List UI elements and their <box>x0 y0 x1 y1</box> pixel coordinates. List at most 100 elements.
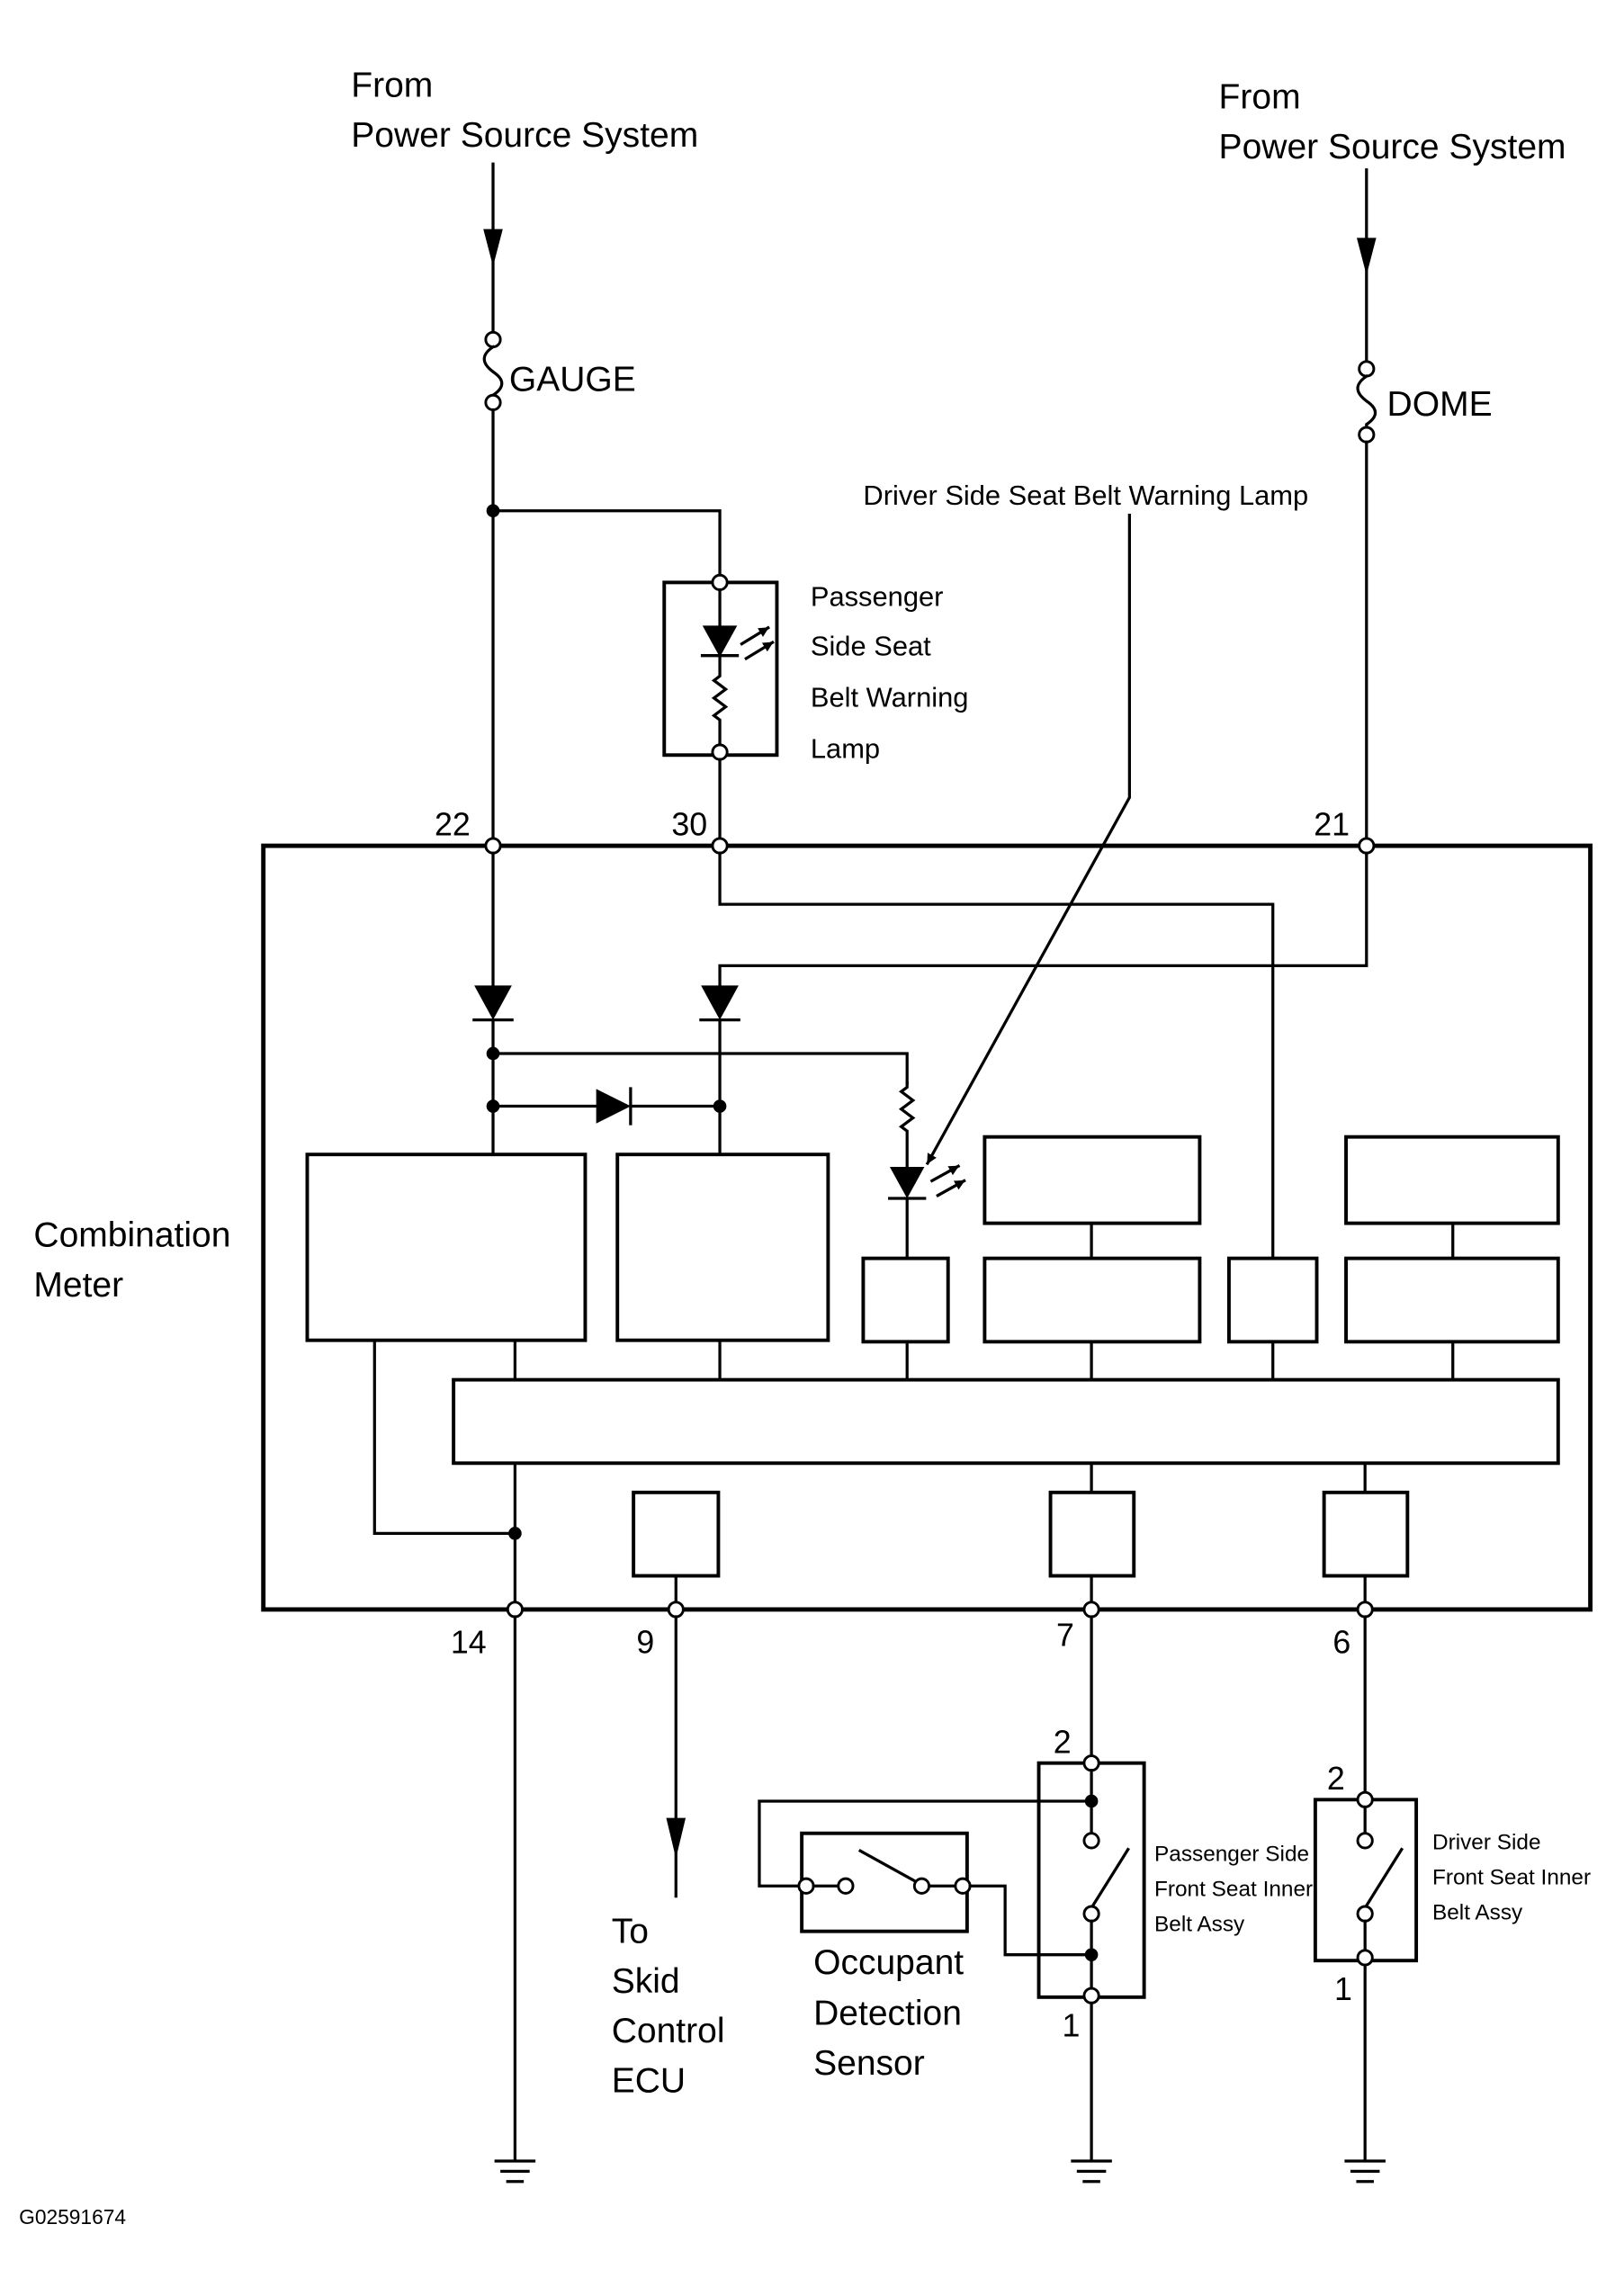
terminal-30-internal-wire <box>718 851 1275 1260</box>
meter-block <box>305 1152 588 1342</box>
diode-icon <box>596 1089 632 1124</box>
occupant-sensor-label-3: Sensor <box>813 2044 925 2083</box>
driver-lamp-leader-line <box>925 513 1131 1166</box>
skid-label-3: Control <box>612 2012 725 2050</box>
terminal-21-pin <box>1358 837 1376 855</box>
driver-belt-label-2: Front Seat Inner <box>1432 1866 1591 1890</box>
diode-icon <box>701 985 739 1020</box>
terminal-30-label: 30 <box>671 807 707 843</box>
right-source-line2: Power Source System <box>1219 128 1566 166</box>
switch-contact <box>1082 1905 1100 1923</box>
combination-meter-label-2: Meter <box>33 1266 123 1305</box>
belt-pin-1 <box>1356 1949 1374 1967</box>
right-source-line1: From <box>1219 78 1301 117</box>
fuse-icon <box>482 345 504 398</box>
driver-belt-pin-1-label: 1 <box>1334 1971 1352 2007</box>
terminal-21-label: 21 <box>1314 807 1350 843</box>
terminal-7-pin <box>1082 1601 1100 1619</box>
passenger-side-belt-assy: 2 1 Passenger Side Front Seat Inner Belt… <box>1036 1615 1313 2044</box>
sensor-terminal <box>954 1877 972 1895</box>
wire <box>491 1052 909 1085</box>
meter-block <box>1226 1256 1319 1344</box>
fuse-icon <box>1356 373 1377 429</box>
lamp-terminal <box>711 573 729 591</box>
driver-lamp-label: Driver Side Seat Belt Warning Lamp <box>863 480 1308 511</box>
meter-block <box>1344 1135 1560 1225</box>
left-power-source: From Power Source System <box>351 67 698 334</box>
ground-icon <box>494 2159 536 2184</box>
switch-contact <box>1356 1832 1374 1850</box>
light-ray-icon <box>740 625 770 646</box>
skid-label-1: To <box>612 1913 649 1951</box>
terminal-9-pin <box>667 1601 685 1619</box>
switch-blade-icon <box>857 1849 919 1884</box>
terminal-9-label: 9 <box>636 1625 654 1661</box>
switch-contact <box>912 1877 931 1895</box>
driver-belt-label-3: Belt Assy <box>1432 1901 1523 1925</box>
led-icon <box>702 625 738 658</box>
terminal-22-label: 22 <box>435 807 471 843</box>
terminal-14-pin <box>506 1601 524 1619</box>
occupant-detection-sensor: Occupant Detection Sensor <box>758 1799 1093 2083</box>
driver-belt-label-1: Driver Side <box>1432 1831 1541 1855</box>
wire <box>372 1339 517 1535</box>
occupant-sensor-label-1: Occupant <box>813 1943 964 1982</box>
skid-control-ecu-output: To Skid Control ECU <box>612 1615 725 2101</box>
passenger-seat-belt-warning-lamp: Passenger Side Seat Belt Warning Lamp <box>662 573 968 765</box>
fuse-terminal <box>484 393 502 411</box>
switch-blade-icon <box>1362 1847 1404 1910</box>
sensor-terminal <box>797 1877 815 1895</box>
light-ray-icon <box>929 1163 961 1183</box>
belt-pin-2 <box>1356 1790 1374 1808</box>
terminal-22-pin <box>484 837 502 855</box>
sensor-wire <box>968 1884 1093 1957</box>
switch-contact <box>837 1877 855 1895</box>
meter-block <box>1344 1256 1560 1344</box>
down-arrow-icon <box>483 229 503 267</box>
ground-icon <box>1344 2159 1386 2184</box>
passenger-belt-label-2: Front Seat Inner <box>1154 1878 1313 1902</box>
passenger-belt-pin-2-label: 2 <box>1054 1724 1072 1760</box>
fuse-terminal <box>484 330 502 349</box>
passenger-lamp-label-4: Lamp <box>811 733 880 765</box>
lamp-terminal <box>711 743 729 761</box>
sensor-wire <box>758 1799 1093 1888</box>
fuse-terminal <box>1358 360 1376 378</box>
light-ray-icon <box>744 640 775 661</box>
driver-side-belt-assy: 2 1 Driver Side Front Seat Inner Belt As… <box>1313 1615 1591 2007</box>
meter-block <box>982 1256 1202 1344</box>
meter-input-block <box>1322 1490 1410 1578</box>
switch-contact <box>1356 1905 1374 1923</box>
dome-fuse: DOME <box>1356 360 1493 444</box>
combination-meter-label-1: Combination <box>33 1216 230 1255</box>
gauge-to-passenger-lamp-wire <box>491 509 722 577</box>
passenger-belt-label-1: Passenger Side <box>1154 1843 1309 1867</box>
switch-blade-icon <box>1089 1847 1130 1910</box>
passenger-lamp-label-1: Passenger <box>811 580 944 612</box>
switch-contact <box>1082 1832 1100 1850</box>
left-source-line2: Power Source System <box>351 116 698 155</box>
down-arrow-icon <box>1356 238 1377 275</box>
driver-belt-pin-2-label: 2 <box>1327 1761 1345 1797</box>
terminal-6-pin <box>1356 1601 1374 1619</box>
belt-pin-2 <box>1082 1754 1100 1772</box>
down-arrow-icon <box>666 1817 686 1856</box>
passenger-belt-label-3: Belt Assy <box>1154 1913 1245 1937</box>
gauge-fuse: GAUGE <box>482 330 636 411</box>
left-source-line1: From <box>351 67 433 105</box>
skid-label-4: ECU <box>612 2062 686 2101</box>
terminal-21-internal-wire <box>718 851 1368 988</box>
passenger-lamp-label-2: Side Seat <box>811 631 931 662</box>
figure-id: G02591674 <box>19 2205 126 2229</box>
junction-dot <box>713 1099 727 1113</box>
right-power-source: From Power Source System <box>1219 78 1566 363</box>
meter-bus-block <box>452 1377 1560 1466</box>
fuse-terminal <box>1358 426 1376 444</box>
resistor-icon <box>898 1081 916 1170</box>
driver-seat-belt-warning-lamp <box>491 1052 966 1260</box>
light-ray-icon <box>936 1179 966 1197</box>
meter-input-block <box>1048 1490 1136 1578</box>
gauge-fuse-label: GAUGE <box>509 360 636 399</box>
meter-block <box>861 1256 950 1344</box>
